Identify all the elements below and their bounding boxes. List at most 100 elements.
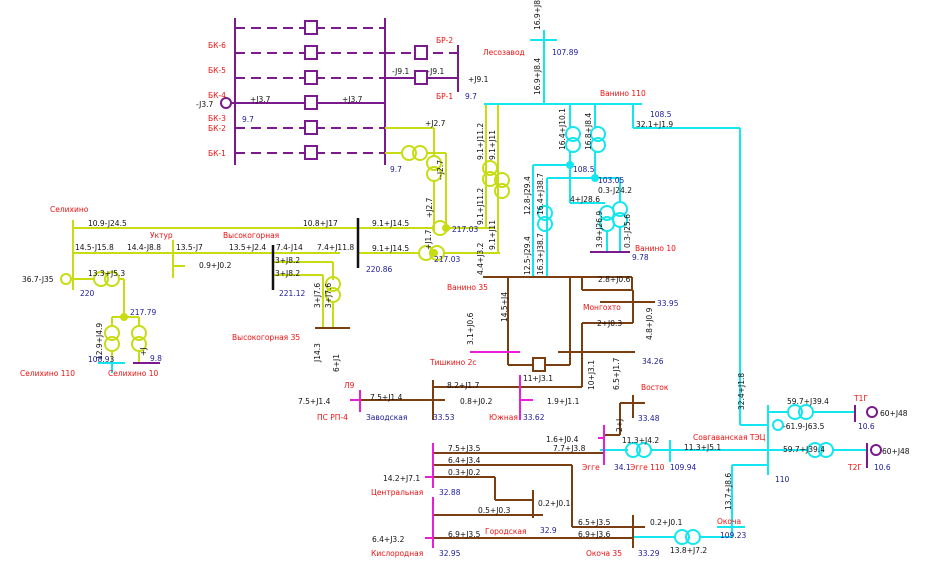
voltage-label: 220.86 [366,265,392,274]
voltage-label: 33.53 [433,413,455,422]
flow-label: 3+J8.2 [275,256,300,265]
breaker[interactable] [304,20,318,35]
voltage-label: 217.79 [130,308,156,317]
breaker[interactable] [532,357,546,372]
flow-label: 13.7+J8.6 [724,473,733,510]
kv110-section [98,30,867,545]
bk-section [220,18,459,165]
label-selikhino110: Селихино 110 [20,369,75,378]
voltage-label: 220 [80,289,95,298]
flow-label: 59.7+J39.4 [787,397,829,406]
label-vysokogornaya: Высокогорная [223,231,279,240]
voltage-label: 32.88 [439,488,461,497]
breaker[interactable] [414,45,428,60]
flow-label: 9.1+J11 [488,220,497,250]
voltage-label: 221.12 [279,289,305,298]
flow-label: +J [139,348,148,357]
flow-label: 7.4+J11.8 [317,243,354,252]
label-egge110: Эгге 110 [630,463,665,472]
flow-label: 6.5+J3.5 [578,518,611,527]
label-vanino10: Ванино 10 [635,244,676,253]
breaker[interactable] [304,95,318,110]
kv220-section [60,105,510,363]
voltage-label: 109.94 [670,463,696,472]
flow-label: 3+J8.2 [275,269,300,278]
voltage-label: 33.29 [638,549,660,558]
label-vysokogornaya35: Высокогорная 35 [232,333,300,342]
flow-label: 0.8+J0.2 [460,397,493,406]
flow-label: 60+J48 [880,409,908,418]
flow-label: 11.3+J5.1 [684,443,721,452]
breaker[interactable] [304,45,318,60]
flow-label: 8.2+J1.7 [447,381,480,390]
generator-icon [772,419,784,431]
voltage-label: 109.23 [720,531,746,540]
voltage-label: 33.62 [523,413,545,422]
label-l9: Л9 [344,381,355,390]
flow-label: 3+J7.6 [324,283,333,308]
flow-label: 13.5+J2.4 [229,243,266,252]
flow-label: -61.9-J63.5 [783,422,825,431]
flow-label: +J3.7 [342,95,363,104]
flow-label: 14.5-J15.8 [75,243,114,252]
voltage-label: 10.6 [858,422,875,431]
voltage-label: 217.03 [434,255,460,264]
flow-label: 36.7-J35 [22,275,54,284]
label-kislorodnaya: Кислородная [371,549,423,558]
flow-label: 9.1+J14.5 [372,219,409,228]
flow-label: 11+J3.1 [523,374,553,383]
flow-label: 11.3+J4.2 [622,436,659,445]
flow-label: +J3.7 [250,95,271,104]
voltage-label: 217.03 [452,225,478,234]
flow-label: 6+J1 [332,354,341,372]
flow-label: 9.1+J11.2 [476,123,485,160]
flow-label: 14.2+J7.1 [383,474,420,483]
voltage-label: 10.6 [874,463,891,472]
flow-label: 16.9+J8.4 [533,58,542,95]
generator-icon [60,273,72,285]
label-yuzhnaya: Южная [489,413,518,422]
voltage-label: 9.7 [465,92,477,101]
flow-label: --J2.7 [436,160,445,180]
flow-label: 16.4+J38.7 [536,173,545,215]
flow-label: 9.1+J11.2 [476,188,485,225]
label-bk1: БК-1 [208,149,226,158]
label-bk5: БК-5 [208,66,226,75]
flow-label: 12.9+J4.9 [95,323,104,360]
flow-label: 16.8+J8.4 [584,113,593,150]
flow-label: 13.5-J7 [176,243,203,252]
breaker[interactable] [304,70,318,85]
flow-label: 7.5+J3.5 [448,444,481,453]
label-okocha: Окоча [717,517,741,526]
label-selikhino: Селихино [50,205,89,214]
label-bk6: БК-6 [208,41,226,50]
label-egge: Эгге [582,463,600,472]
breaker[interactable] [304,145,318,160]
breaker[interactable] [414,70,428,85]
label-br2: БР-2 [436,36,453,45]
flow-label: 6.9+J3.6 [578,530,611,539]
flow-label: -J9.1 [427,67,444,76]
flow-label: 6.4+J3.2 [372,535,405,544]
flow-label: 16.9+J8.4 [533,0,542,30]
label-bk2: БК-2 [208,124,226,133]
flow-label: 0.3-J24.2 [598,186,632,195]
flow-label: 9.1+J11 [488,130,497,160]
voltage-label: 110 [775,475,790,484]
flow-label: 60+J48 [882,447,910,456]
flow-label: J14.3 [313,343,322,363]
flow-label: 10.8+J17 [303,219,338,228]
label-t2g: Т2Г [847,463,862,472]
flow-label: 4.4+J3.2 [476,242,485,275]
flow-label: +J9.1 [468,75,489,84]
breaker[interactable] [304,120,318,135]
voltage-label: 9.7 [242,115,254,124]
flow-label: 0.3+J0.2 [448,468,481,477]
flow-label: 0.5+J0.3 [478,506,511,515]
voltage-label: 9.7 [390,165,402,174]
flow-label: 12.5-J29.4 [523,236,532,275]
label-br1: БР-1 [436,92,453,101]
voltage-label: 9.8 [150,354,162,363]
voltage-label: 103.05 [598,176,624,185]
